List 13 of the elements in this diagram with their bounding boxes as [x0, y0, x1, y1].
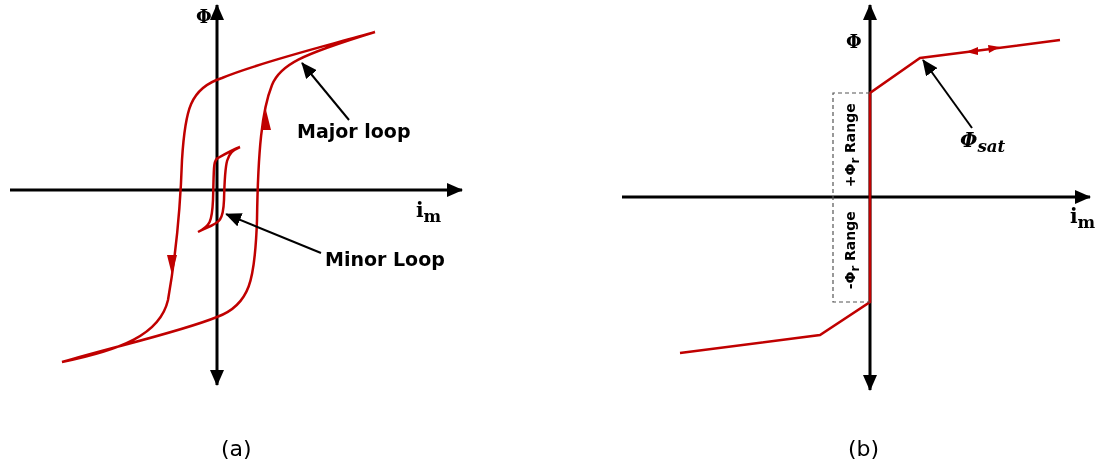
panel-label: (b) [848, 438, 880, 460]
axis-label: Φ [846, 33, 862, 51]
leader-line [922, 59, 973, 129]
axis-label: Φ [196, 8, 212, 26]
callout-label: Minor Loop [325, 250, 445, 269]
minor-hysteresis-loop [196, 145, 242, 234]
leader-line [301, 62, 350, 121]
callout-label: Φ$_{sat}$ [960, 130, 1006, 155]
leader-line [225, 213, 322, 254]
axis-label: i$_{m}$ [1070, 206, 1096, 231]
panel-label: (a) [221, 438, 252, 460]
axis-label: i$_{m}$ [416, 200, 442, 225]
callout-label: Major loop [297, 122, 411, 141]
